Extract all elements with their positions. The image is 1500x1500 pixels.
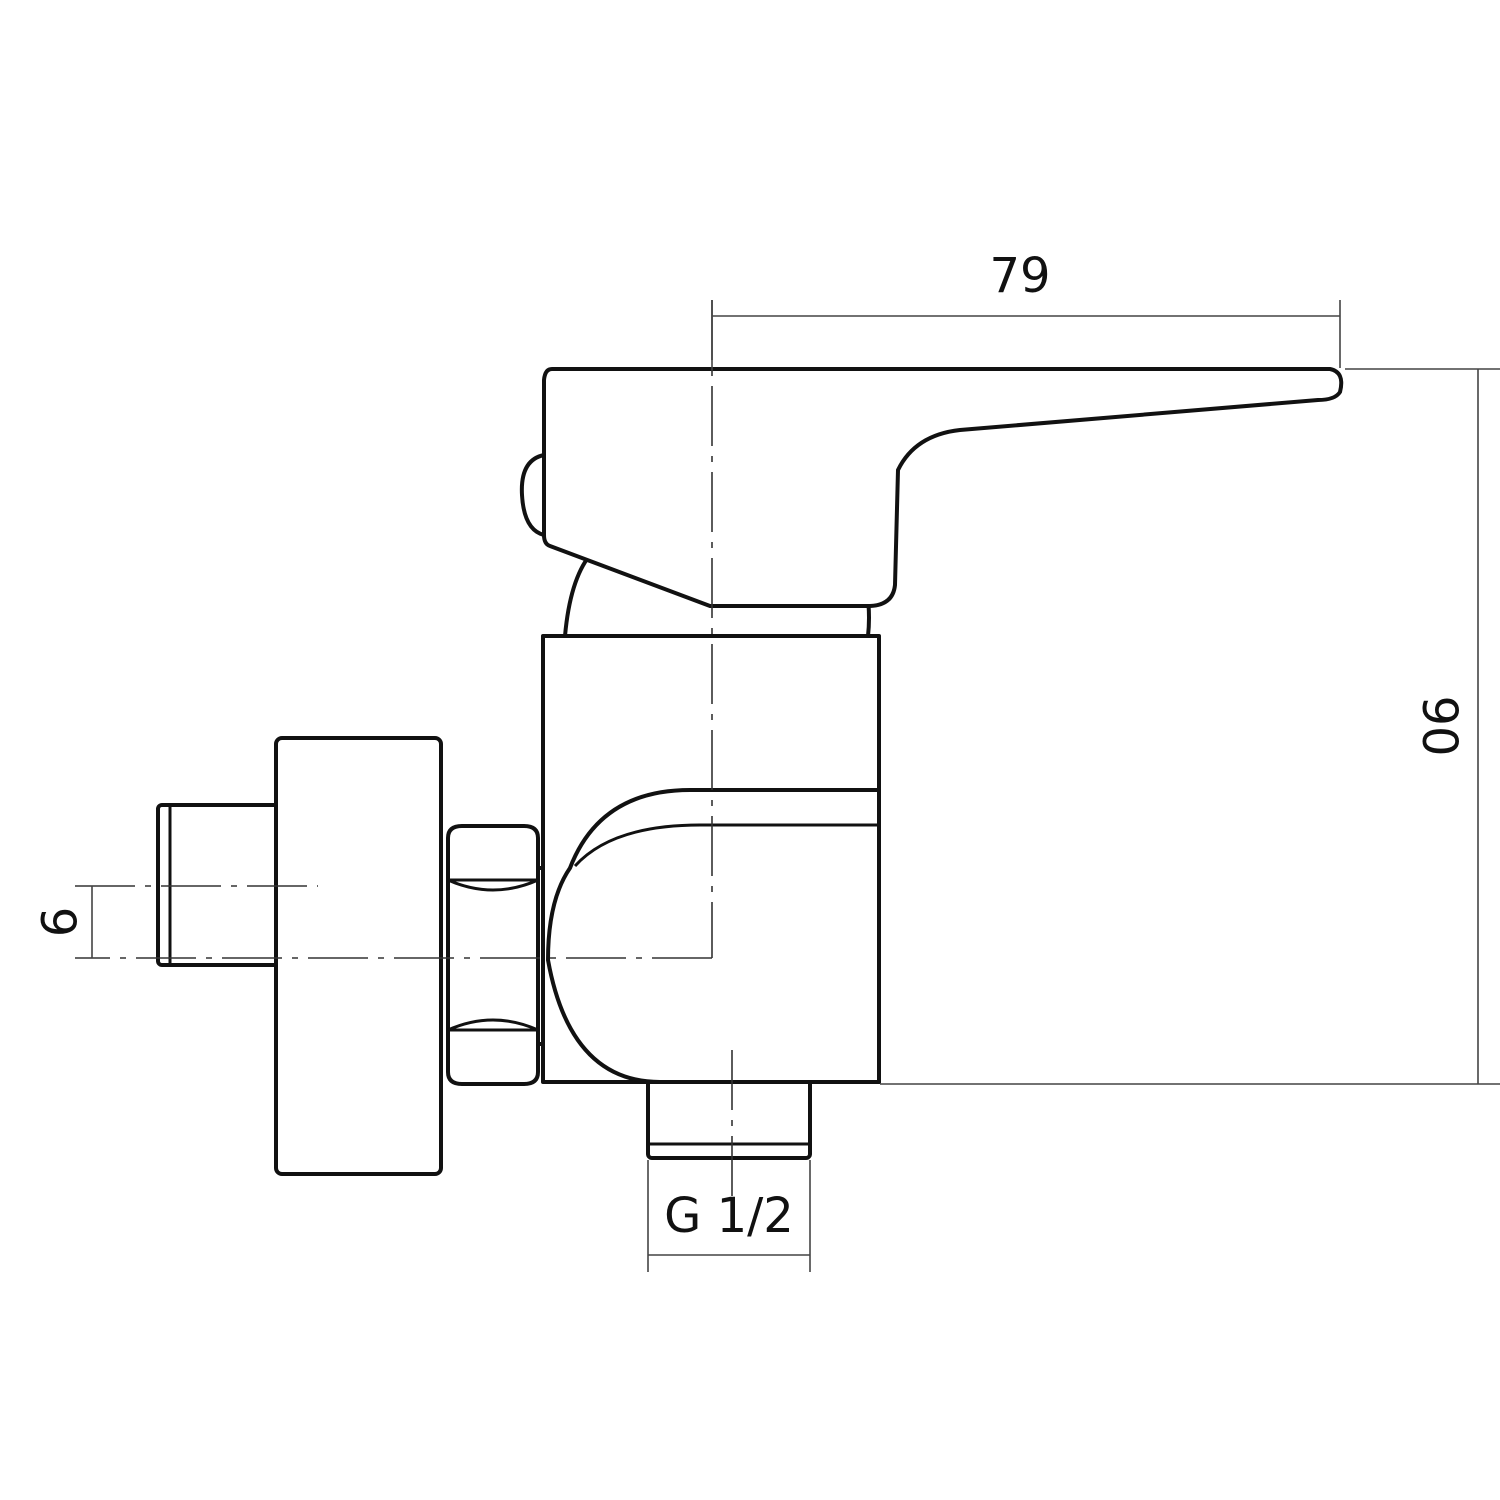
center-lines (75, 300, 733, 1215)
hex-nut (446, 824, 540, 1086)
handle-lever (542, 367, 1344, 608)
mixer-body (541, 553, 881, 1160)
escutcheon-flange (274, 736, 443, 1176)
body-elbow-inner-curve (573, 823, 879, 868)
body-elbow (546, 788, 881, 1084)
dimension-label-handle-width: 79 (989, 248, 1050, 304)
hex-nut-facet-curve (447, 878, 539, 892)
dimension-height: 90 (880, 368, 1500, 1085)
handle-side-button (519, 453, 546, 537)
dimension-label-height: 90 (1411, 695, 1467, 756)
dimension-outlet-thread: G 1/2 (647, 1160, 811, 1272)
outlet-thread-pipe (646, 1076, 812, 1160)
inlet-thread-pipe (156, 803, 280, 967)
dimension-label-pipe-offset: 9 (29, 907, 85, 938)
dimension-handle-width: 79 (711, 248, 1341, 370)
wall-connector (156, 736, 560, 1176)
hex-nut-facet-curve (447, 1018, 539, 1032)
dimension-pipe-offset: 9 (29, 886, 93, 958)
lever-handle (519, 367, 1344, 608)
dimension-label-outlet-thread: G 1/2 (664, 1188, 794, 1244)
